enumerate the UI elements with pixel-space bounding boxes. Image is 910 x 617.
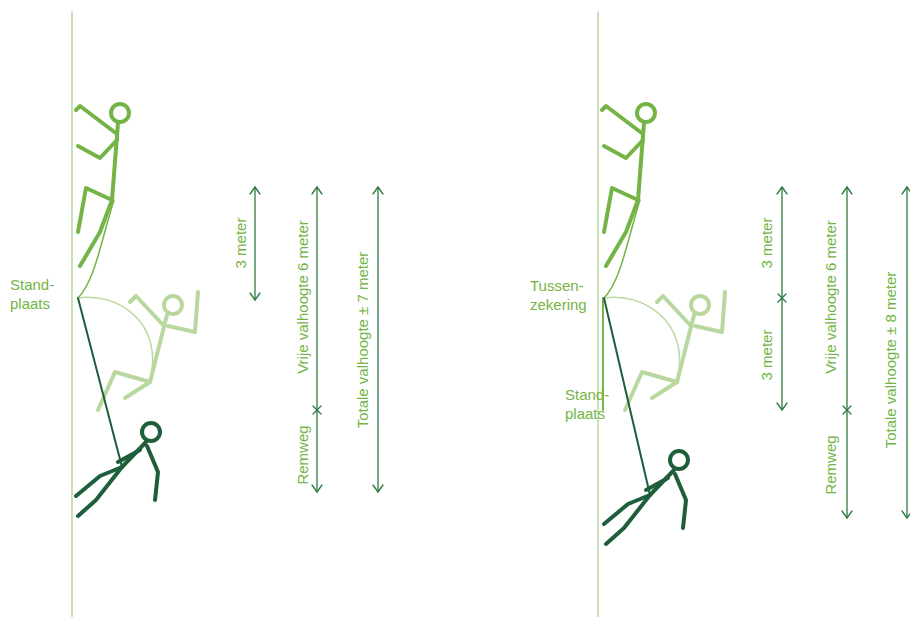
wall-line (597, 12, 599, 617)
falling-climber (625, 292, 725, 410)
dimension-label: Remweg (293, 425, 312, 484)
place-label: Tussen- zekering (530, 276, 596, 314)
dimension-label: 3 meter (757, 218, 776, 269)
dimension-arrows (777, 187, 910, 518)
rope (604, 297, 680, 382)
wall-line (71, 12, 73, 617)
dimension-label: 3 meter (757, 330, 776, 381)
held-climber (76, 423, 160, 516)
held-climber (604, 451, 688, 544)
rope (78, 200, 114, 298)
dimension-label: Totale valhoogte ± 8 meter (881, 272, 900, 449)
dimension-label: 3 meter (231, 218, 250, 269)
rope (78, 298, 122, 467)
dimension-label: Vrije valhoogte 6 meter (293, 220, 312, 374)
falling-climber (98, 292, 198, 410)
place-label: Stand- plaats (565, 385, 625, 423)
rope (604, 200, 640, 298)
dimension-label: Totale valhoogte ± 7 meter (353, 252, 372, 429)
dimension-label: Vrije valhoogte 6 meter (821, 220, 840, 374)
dimension-label: Remweg (821, 435, 840, 494)
place-label: Stand- plaats (10, 275, 70, 313)
rope (604, 298, 650, 495)
dimension-arrows (250, 187, 383, 492)
